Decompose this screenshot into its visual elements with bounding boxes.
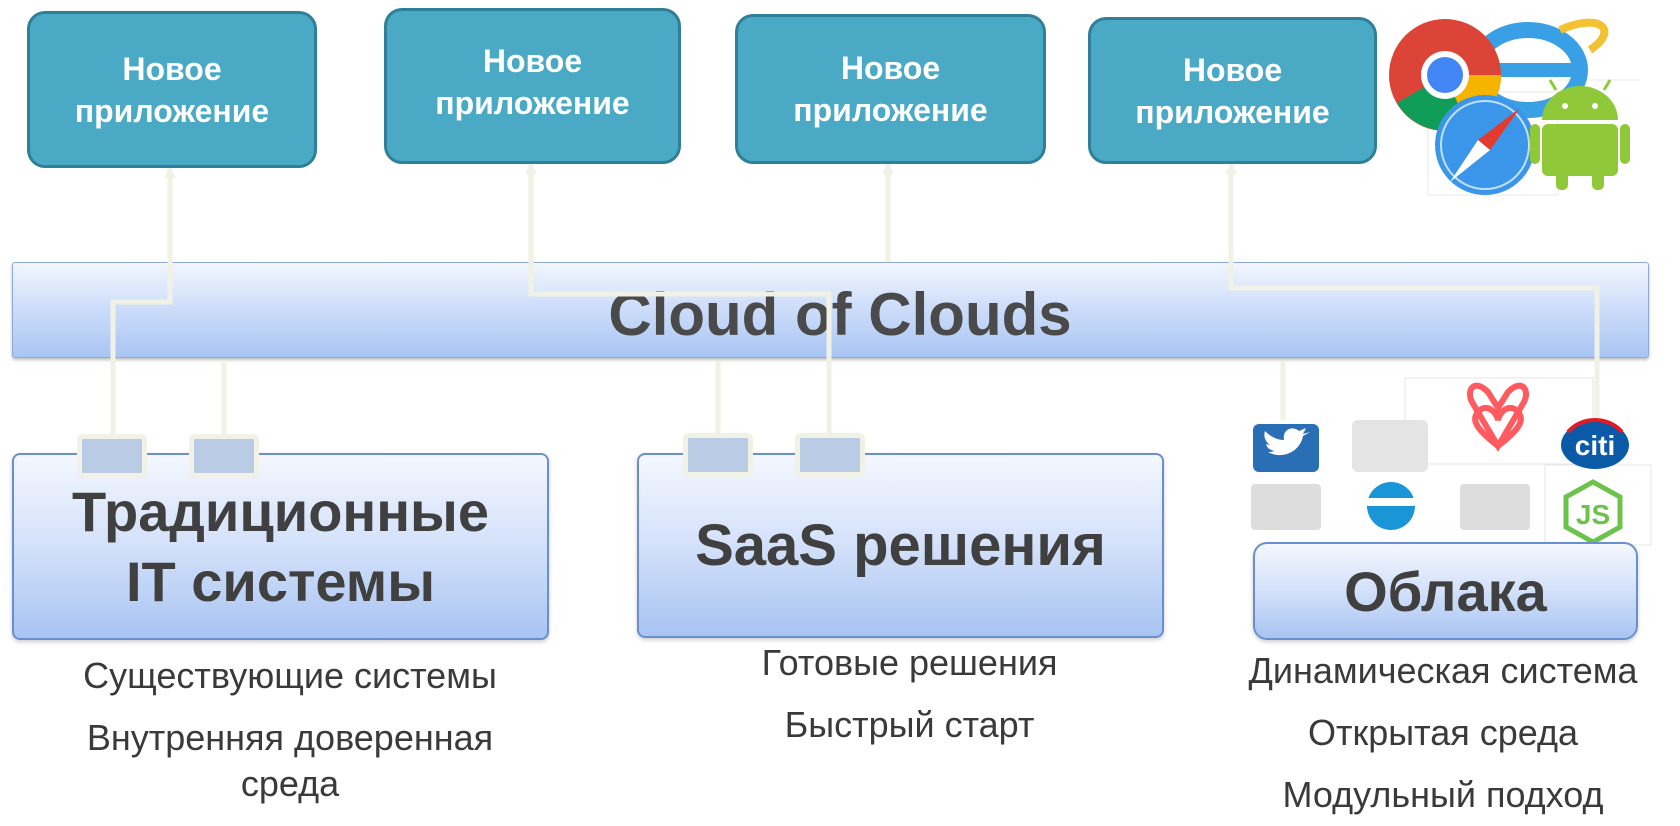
traditional-connector-port-2 [189,434,259,478]
clouds-description: Динамическая система Открытая среда Моду… [1206,640,1680,826]
app-box-label: Новое приложение [793,50,988,128]
app-box-2: Новое приложение [384,8,681,164]
saas-description: Готовые решения Быстрый старт [637,632,1182,756]
description-line: Готовые решения [761,642,1058,683]
app-box-label: Новое приложение [435,43,630,121]
description-line: Открытая среда [1307,712,1579,753]
traditional-it-block: Традиционные IT системы [12,453,549,640]
saas-connector-port-2 [795,433,865,477]
traditional-it-title-line1: Традиционные [71,479,490,543]
app-box-3: Новое приложение [735,14,1046,164]
traditional-it-description: Существующие системы Внутренняя доверенн… [12,645,568,815]
traditional-connector-port-1 [77,434,147,478]
app-box-label: Новое приложение [74,50,270,129]
description-line: Внутренняя доверенная [86,717,494,758]
app-box-1: Новое приложение [27,11,317,168]
description-line: Быстрый старт [784,704,1035,745]
saas-title: SaaS решения [695,513,1106,578]
clouds-block: Облака [1253,542,1638,640]
description-line: Существующие системы [83,655,497,696]
app-box-4: Новое приложение [1088,17,1377,164]
description-line: Динамическая система [1248,650,1638,691]
description-line: Модульный подход [1282,774,1604,815]
saas-block: SaaS решения [637,453,1164,638]
app-box-label: Новое приложение [1135,51,1330,130]
cloud-of-clouds-title: Cloud of Clouds [608,281,1072,348]
description-line: среда [240,763,340,804]
clouds-title: Облака [1344,559,1547,623]
saas-connector-port-1 [683,433,753,477]
traditional-it-title-line2: IT системы [125,549,436,613]
